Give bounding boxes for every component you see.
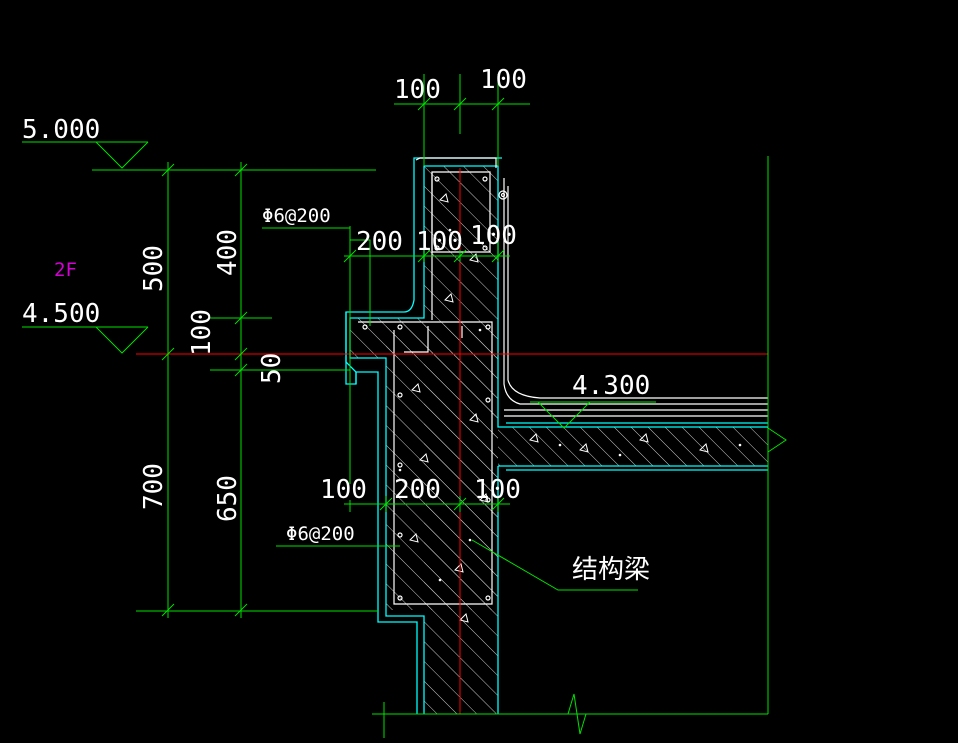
dim-mid-100a: 100: [416, 227, 463, 257]
level-mid: 4.500: [22, 299, 100, 329]
rebar-upper: Φ6@200: [262, 205, 331, 227]
dim-left-650: 650: [213, 475, 243, 522]
dimension-lines: [22, 74, 787, 738]
rebar: [358, 171, 493, 605]
beam-label: 结构梁: [572, 555, 650, 585]
dim-left-400: 400: [213, 229, 243, 276]
dim-left-100: 100: [187, 309, 217, 356]
dim-bot-100b: 100: [474, 475, 521, 505]
drawing-text: 100 100 5.000 4.500 2F 500 700 400 100 5…: [22, 65, 650, 585]
level-floor: 4.300: [572, 371, 650, 401]
concrete-hatch: [350, 166, 768, 714]
dim-left-500: 500: [139, 245, 169, 292]
dim-left-700: 700: [139, 463, 169, 510]
dim-bot-200: 200: [394, 475, 441, 505]
dim-left-50: 50: [257, 353, 287, 384]
rebar-lower: Φ6@200: [286, 523, 355, 545]
finish-lines: [415, 157, 768, 417]
level-top: 5.000: [22, 115, 100, 145]
dim-top-right: 100: [480, 65, 527, 95]
floor-label: 2F: [54, 259, 77, 281]
dim-bot-100a: 100: [320, 475, 367, 505]
dim-mid-200: 200: [356, 227, 403, 257]
dim-mid-100b: 100: [470, 221, 517, 251]
dim-top-left: 100: [394, 75, 441, 105]
